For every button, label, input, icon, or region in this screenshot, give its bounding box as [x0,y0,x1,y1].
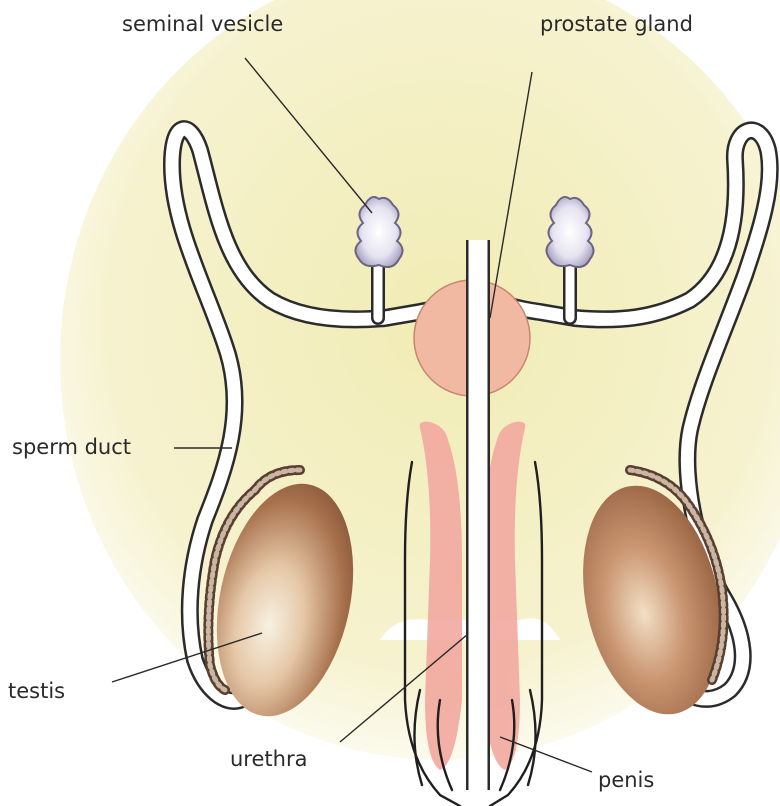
label-prostate-gland: prostate gland [540,14,693,35]
label-sperm-duct: sperm duct [12,437,131,458]
label-urethra: urethra [230,749,307,770]
label-seminal-vesicle: seminal vesicle [122,14,283,35]
label-penis: penis [598,770,654,791]
seminal-vesicle-left [355,197,402,267]
seminal-vesicle-right [546,197,593,267]
label-testis: testis [8,681,65,702]
